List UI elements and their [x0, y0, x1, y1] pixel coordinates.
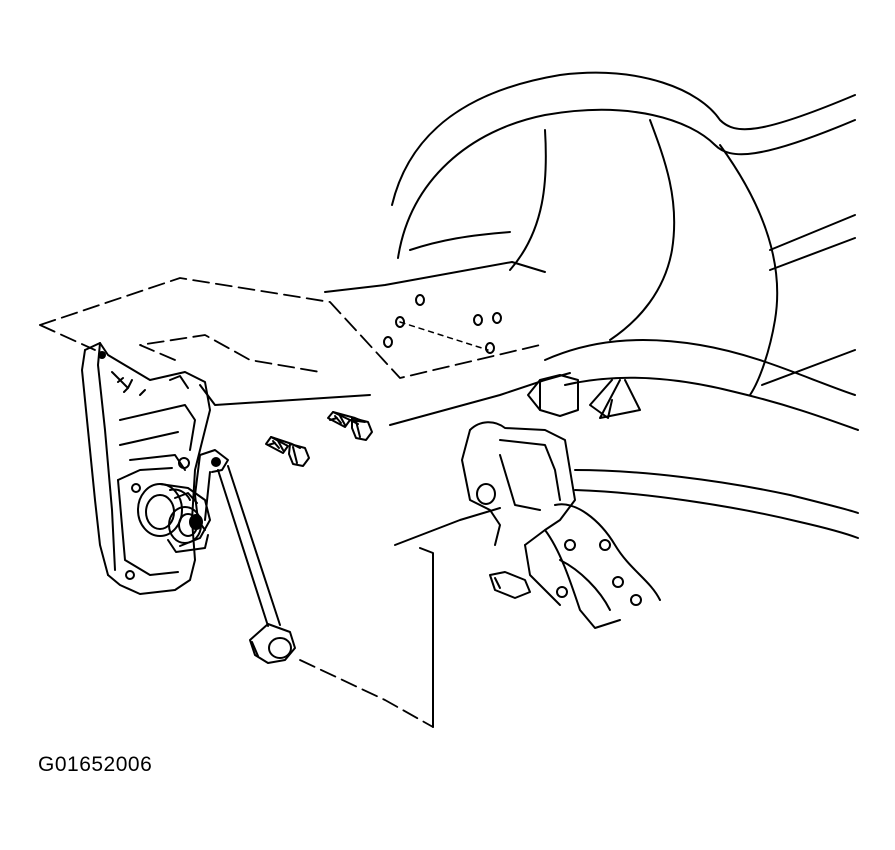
height-sensor: [137, 457, 211, 553]
sensor-bracket-plate: [81, 342, 211, 595]
figure-code: G01652006: [38, 753, 153, 776]
wheel-well-arch: [391, 71, 856, 396]
frame-mounting-holes: [383, 294, 502, 354]
mounting-bolt-upper: [327, 411, 373, 441]
mounting-bolt-lower: [265, 436, 310, 467]
sensor-link-rod: [194, 449, 296, 664]
spring-hanger-bracket: [461, 374, 661, 629]
